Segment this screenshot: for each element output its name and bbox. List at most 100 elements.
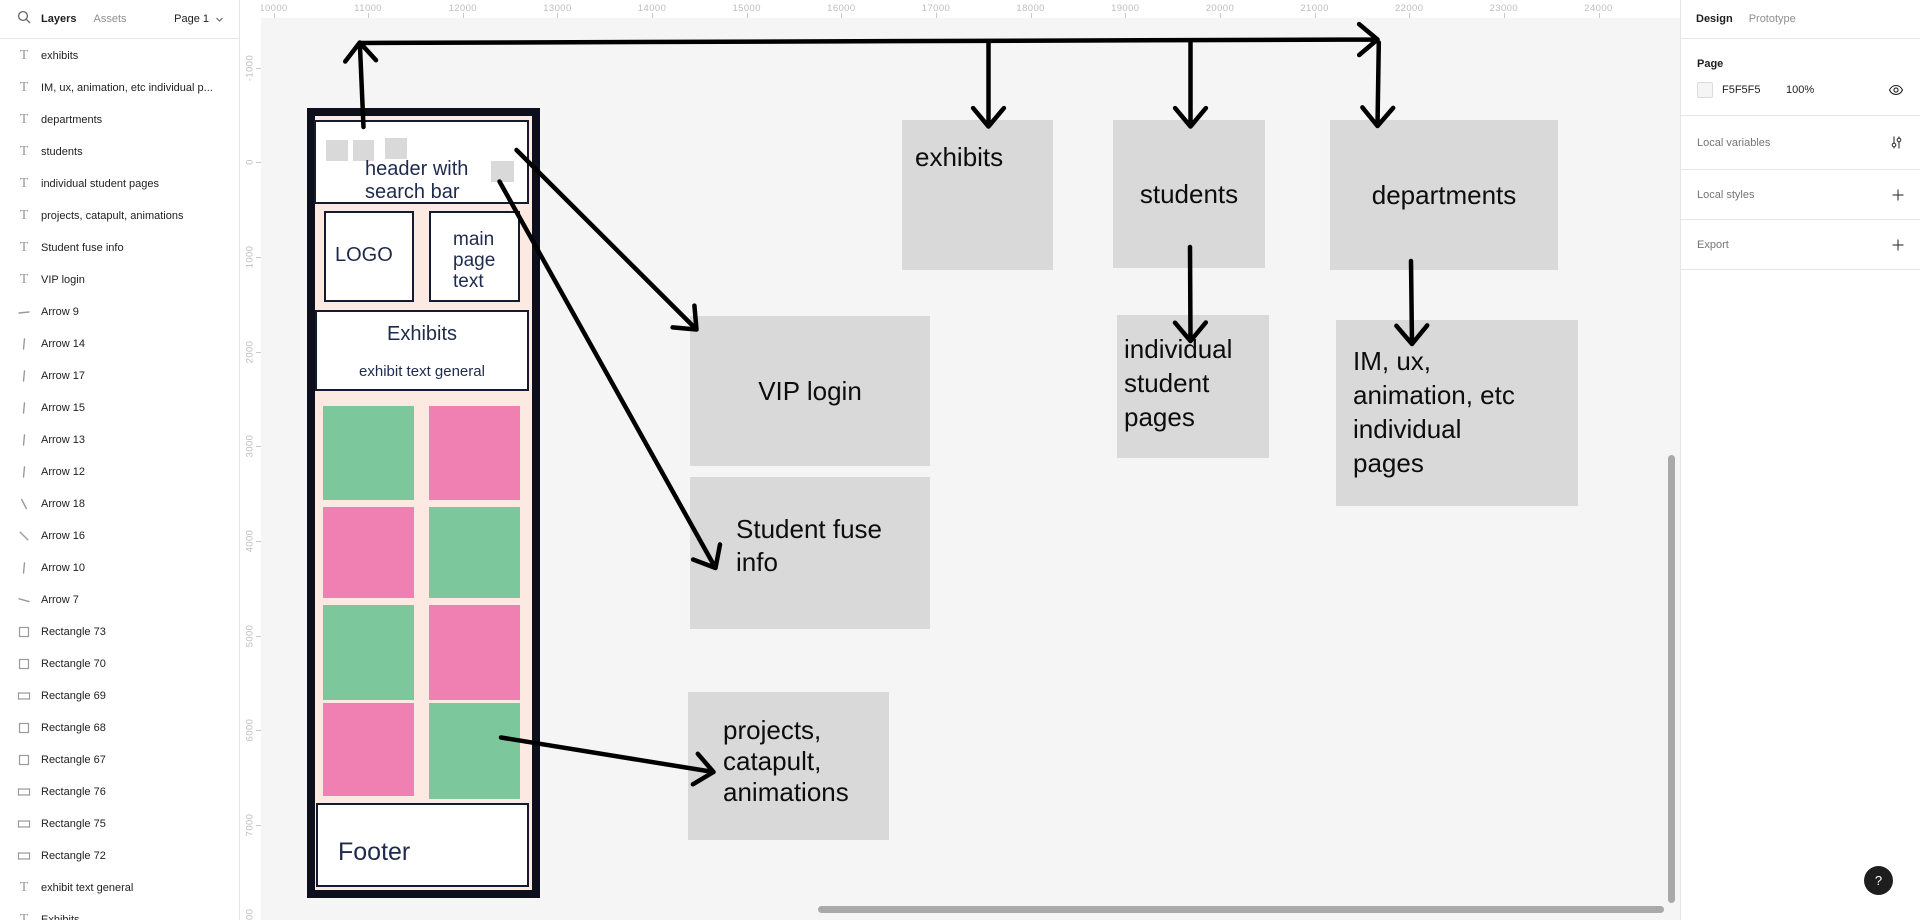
grid-cell-green-3[interactable] (323, 605, 414, 700)
wireframe-logo-box[interactable]: LOGO (324, 211, 414, 302)
arrow-drop-exhibits[interactable] (970, 40, 1007, 129)
text-layer-icon: T (19, 208, 29, 223)
layer-item[interactable]: Rectangle 69 (0, 680, 239, 712)
layer-item[interactable]: Rectangle 75 (0, 808, 239, 840)
layer-item[interactable]: Arrow 12 (0, 456, 239, 488)
sitemap-box-departments[interactable]: departments (1330, 120, 1558, 270)
page-selector[interactable]: Page 1 (174, 13, 224, 25)
layer-item[interactable]: Arrow 18 (0, 488, 239, 520)
arrow-header-vip[interactable] (514, 147, 699, 332)
layer-item-label: Arrow 12 (41, 466, 86, 478)
grid-cell-pink-1[interactable] (429, 406, 520, 500)
layer-item[interactable]: Rectangle 72 (0, 840, 239, 872)
header-nav-placeholder-2 (353, 140, 374, 161)
sitemap-box-individual-student-pages[interactable]: individual student pages (1117, 315, 1269, 458)
help-button[interactable]: ? (1864, 866, 1893, 895)
search-icon[interactable] (17, 10, 31, 29)
layer-item[interactable]: Rectangle 73 (0, 616, 239, 648)
grid-cell-green-2[interactable] (429, 507, 520, 598)
layer-item[interactable]: Arrow 13 (0, 424, 239, 456)
layer-item[interactable]: Arrow 16 (0, 520, 239, 552)
text-layer-icon: T (19, 144, 29, 159)
layer-item[interactable]: T students (0, 136, 239, 168)
grid-cell-pink-2[interactable] (323, 507, 414, 598)
layer-item[interactable]: Arrow 15 (0, 392, 239, 424)
chevron-down-icon (215, 15, 224, 24)
layer-item[interactable]: Arrow 14 (0, 328, 239, 360)
layer-item[interactable]: T departments (0, 104, 239, 136)
visibility-eye-icon[interactable] (1888, 82, 1904, 98)
horizontal-scrollbar[interactable] (818, 906, 1664, 913)
layer-item[interactable]: T IM, ux, animation, etc individual p... (0, 72, 239, 104)
layer-item-label: students (41, 146, 83, 158)
wireframe-footer-box[interactable]: Footer (316, 803, 529, 887)
ruler-tick (746, 13, 748, 18)
arrow-layer-icon (16, 336, 32, 352)
layer-item-label: Exhibits (41, 914, 80, 920)
sitemap-box-projects[interactable]: projects, catapult, animations (688, 692, 889, 840)
tab-prototype[interactable]: Prototype (1748, 13, 1796, 25)
grid-cell-green-4[interactable] (429, 703, 520, 799)
sitemap-box-vip-login[interactable]: VIP login (690, 316, 930, 466)
grid-cell-green-1[interactable] (323, 406, 414, 500)
layer-item[interactable]: Rectangle 76 (0, 776, 239, 808)
tab-design[interactable]: Design (1696, 13, 1733, 25)
layer-item-label: Rectangle 68 (41, 722, 106, 734)
layer-item[interactable]: Rectangle 67 (0, 744, 239, 776)
wireframe-main-text-box[interactable]: main page text (429, 211, 520, 302)
local-styles-title: Local styles (1697, 188, 1755, 201)
canvas[interactable]: header with search bar LOGO main page te… (240, 0, 1680, 920)
layer-item[interactable]: Rectangle 68 (0, 712, 239, 744)
page-color-value[interactable]: F5F5F5 (1722, 84, 1761, 96)
local-variables-section: Local variables (1681, 116, 1920, 170)
layer-item[interactable]: Arrow 17 (0, 360, 239, 392)
layer-item[interactable]: Arrow 7 (0, 584, 239, 616)
layer-item[interactable]: T VIP login (0, 264, 239, 296)
layer-item[interactable]: T exhibits (0, 40, 239, 72)
layer-item[interactable]: T individual student pages (0, 168, 239, 200)
wireframe-page-frame[interactable]: header with search bar LOGO main page te… (307, 108, 540, 898)
arrow-header-fuse[interactable] (497, 179, 723, 571)
add-export-icon[interactable] (1892, 239, 1904, 251)
layer-item[interactable]: T exhibit text general (0, 872, 239, 904)
layer-item-label: VIP login (41, 274, 85, 286)
rectangle-layer-icon (16, 752, 32, 768)
ruler-label: 14000 (637, 2, 667, 14)
arrow-layer-icon (16, 432, 32, 448)
grid-cell-pink-3[interactable] (429, 605, 520, 700)
arrow-layer-icon (16, 528, 32, 544)
layer-item-label: Arrow 13 (41, 434, 86, 446)
wireframe-exhibits-box[interactable]: Exhibits exhibit text general (315, 310, 529, 391)
arrow-grid-projects[interactable] (498, 735, 716, 787)
variables-settings-icon[interactable] (1889, 135, 1904, 150)
sitemap-box-exhibits[interactable]: exhibits (902, 120, 1053, 270)
sitemap-box-im-ux-pages[interactable]: IM, ux, animation, etc individual pages (1336, 320, 1578, 506)
arrow-departments-im[interactable] (1394, 258, 1430, 347)
sitemap-box-student-fuse-info[interactable]: Student fuse info (690, 477, 930, 629)
vertical-scrollbar[interactable] (1668, 455, 1675, 903)
arrow-drop-departments[interactable] (1360, 40, 1396, 129)
arrow-layer-icon (16, 592, 32, 608)
sitemap-box-students[interactable]: students (1113, 120, 1265, 268)
arrow-drop-students[interactable] (1172, 40, 1209, 129)
layer-item[interactable]: Rectangle 70 (0, 648, 239, 680)
page-color-swatch[interactable] (1697, 82, 1713, 98)
grid-cell-pink-4[interactable] (323, 703, 414, 796)
tab-layers[interactable]: Layers (41, 13, 77, 25)
arrow-top-horizontal[interactable] (358, 21, 1380, 58)
wireframe-header-box[interactable]: header with search bar (314, 120, 529, 204)
ruler-tick (256, 446, 261, 448)
ruler-tick (256, 351, 261, 353)
layer-item[interactable]: T projects, catapult, animations (0, 200, 239, 232)
tab-assets[interactable]: Assets (93, 13, 127, 25)
layer-item[interactable]: Arrow 9 (0, 296, 239, 328)
page-color-opacity[interactable]: 100% (1786, 84, 1815, 96)
ruler-label: 6000 (244, 718, 256, 742)
arrow-students-individual[interactable] (1172, 244, 1209, 344)
layer-item[interactable]: Arrow 10 (0, 552, 239, 584)
rectangle-layer-icon (16, 720, 32, 736)
layer-item[interactable]: T Student fuse info (0, 232, 239, 264)
layer-item[interactable]: T Exhibits (0, 904, 239, 920)
add-style-icon[interactable] (1892, 189, 1904, 201)
layer-item-label: exhibit text general (41, 882, 134, 894)
